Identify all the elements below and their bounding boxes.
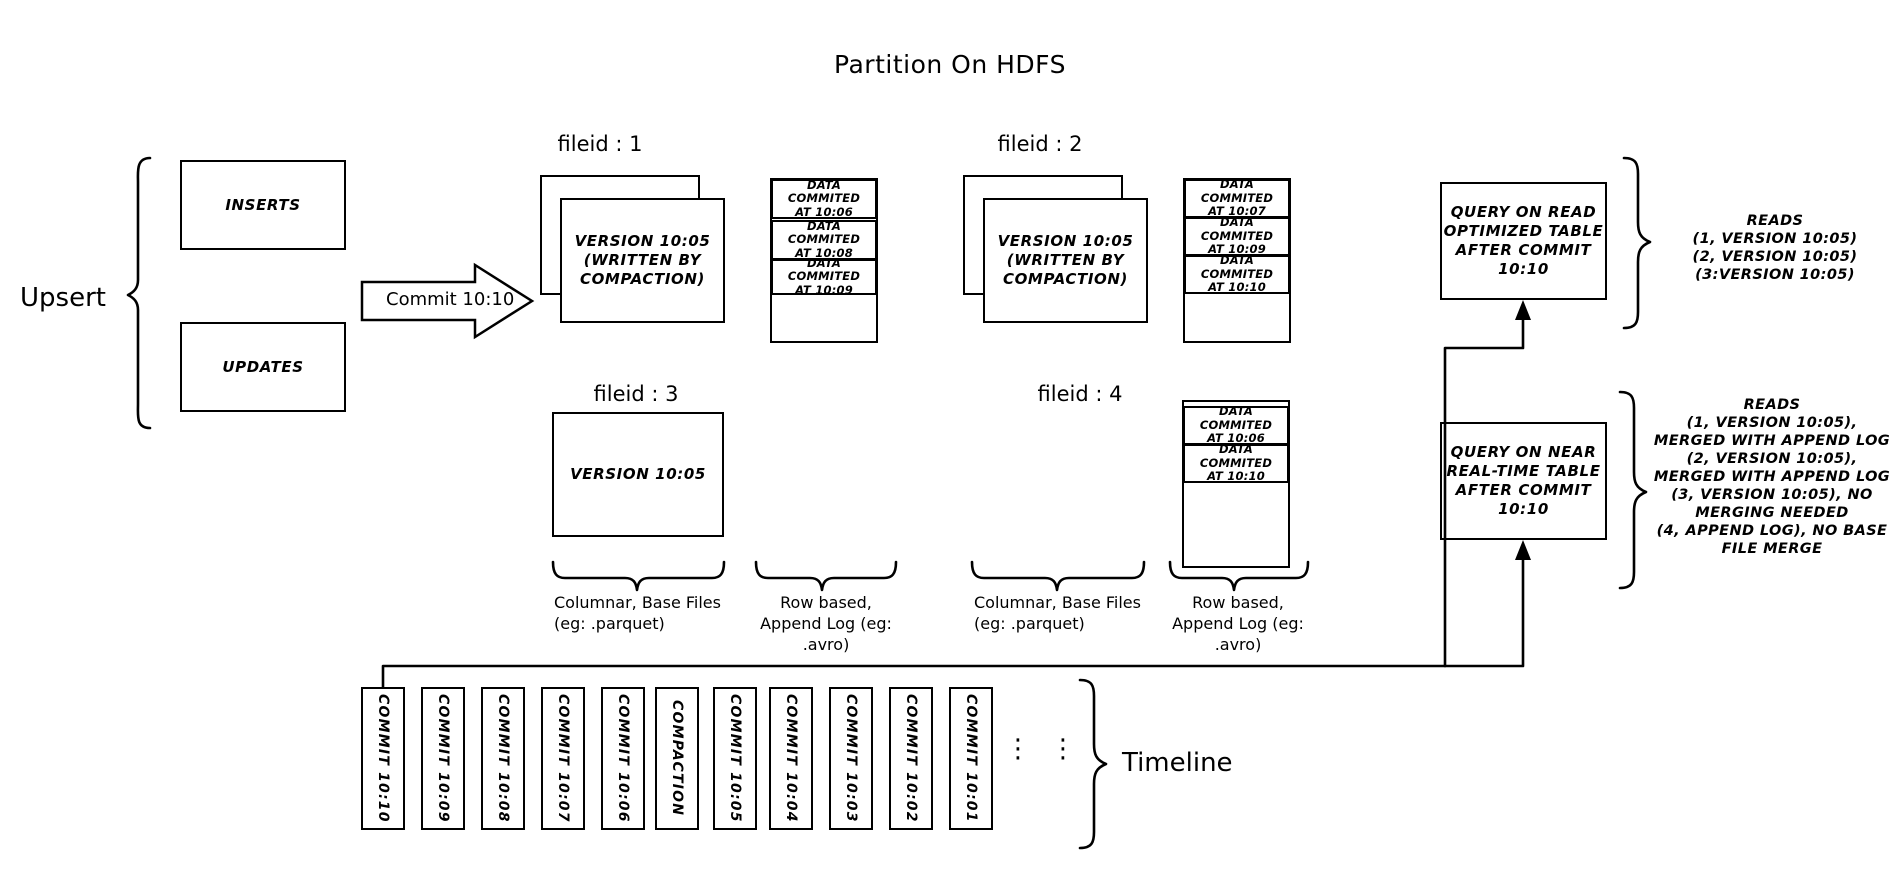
timeline-item[interactable]: COMMIT 10:05 [713, 687, 757, 830]
connector-timeline-to-near-real-time [1443, 550, 1525, 668]
timeline-item-label: COMMIT 10:07 [555, 694, 571, 823]
timeline-item[interactable]: COMMIT 10:02 [889, 687, 933, 830]
timeline-label: Timeline [1122, 748, 1233, 778]
log-entry: DATA COMMITED AT 10:10 [1183, 442, 1289, 484]
fileid-3-base-file-label: VERSION 10:05 [570, 465, 706, 483]
log-entry: DATA COMMITED AT 10:09 [1184, 215, 1290, 257]
reads-read-optimized: READS (1, VERSION 10:05) (2, VERSION 10:… [1692, 213, 1858, 283]
log-entry-label: DATA COMMITED AT 10:06 [787, 177, 861, 219]
caption-rowlog-left: Row based, Append Log (eg: .avro) [760, 593, 892, 654]
page-title: Partition On HDFS [834, 50, 1066, 79]
fileid-1-header: fileid : 1 [557, 132, 643, 156]
arrowhead-near-real-time [1515, 540, 1531, 560]
timeline-item[interactable]: COMMIT 10:08 [481, 687, 525, 830]
log-entry: DATA COMMITED AT 10:08 [771, 218, 877, 260]
fileid-3-header: fileid : 3 [593, 382, 679, 406]
timeline-item[interactable]: COMPACTION [655, 687, 699, 830]
updates-box: UPDATES [180, 322, 346, 412]
fileid-1-base-file-label: VERSION 10:05 (WRITTEN BY COMPACTION) [574, 232, 711, 288]
timeline-item-label: COMMIT 10:05 [727, 694, 743, 823]
fileid-3-base-file: VERSION 10:05 [552, 412, 724, 537]
timeline-item[interactable]: COMMIT 10:04 [769, 687, 813, 830]
timeline-item[interactable]: COMMIT 10:01 [949, 687, 993, 830]
fileid-1-log-file: DATA COMMITED AT 10:06 DATA COMMITED AT … [770, 178, 878, 343]
caption-rowlog-right: Row based, Append Log (eg: .avro) [1172, 593, 1304, 654]
timeline-item-label: COMMIT 10:04 [783, 694, 799, 823]
timeline-item-label: COMMIT 10:02 [903, 694, 919, 823]
fileid-2-base-file: VERSION 10:05 (WRITTEN BY COMPACTION) [983, 198, 1148, 323]
log-entry: DATA COMMITED AT 10:10 [1184, 253, 1290, 295]
fileid-2-log-file: DATA COMMITED AT 10:07 DATA COMMITED AT … [1183, 178, 1291, 343]
query-near-real-time-box[interactable]: QUERY ON NEAR REAL-TIME TABLE AFTER COMM… [1440, 422, 1607, 540]
arrowhead-read-optimized [1515, 300, 1531, 320]
log-entry-label: DATA COMMITED AT 10:08 [787, 218, 861, 260]
brace-timeline [1078, 678, 1108, 850]
log-entry: DATA COMMITED AT 10:06 [771, 177, 877, 219]
log-entry-label: DATA COMMITED AT 10:10 [1200, 253, 1274, 295]
log-entry-label: DATA COMMITED AT 10:06 [1199, 404, 1273, 446]
timeline-item[interactable]: COMMIT 10:09 [421, 687, 465, 830]
timeline-item[interactable]: COMMIT 10:07 [541, 687, 585, 830]
log-entry-label: DATA COMMITED AT 10:09 [1200, 215, 1274, 257]
timeline-item-label: COMMIT 10:06 [615, 694, 631, 823]
timeline-ellipsis-2: ⋮ [1050, 734, 1076, 764]
inserts-label: INSERTS [225, 195, 301, 214]
timeline-item-label: COMMIT 10:08 [495, 694, 511, 823]
log-entry-label: DATA COMMITED AT 10:10 [1199, 442, 1273, 484]
query-read-optimized-label: QUERY ON READ OPTIMIZED TABLE AFTER COMM… [1443, 203, 1604, 278]
commit-arrow-label: Commit 10:10 [386, 289, 515, 310]
caption-columnar-right: Columnar, Base Files (eg: .parquet) [974, 593, 1141, 633]
timeline-ellipsis-1: ⋮ [1005, 734, 1031, 764]
upsert-brace [126, 156, 152, 430]
log-entry: DATA COMMITED AT 10:09 [771, 255, 877, 297]
brace-reads-read-optimized [1622, 156, 1652, 330]
timeline-item[interactable]: COMMIT 10:06 [601, 687, 645, 830]
upsert-label: Upsert [20, 283, 106, 313]
brace-columnar-left [551, 560, 726, 592]
brace-rowlog-left [754, 560, 898, 592]
fileid-2-base-file-label: VERSION 10:05 (WRITTEN BY COMPACTION) [997, 232, 1134, 288]
timeline-item-label: COMMIT 10:09 [435, 694, 451, 823]
timeline-item[interactable]: COMMIT 10:10 [361, 687, 405, 830]
query-read-optimized-box[interactable]: QUERY ON READ OPTIMIZED TABLE AFTER COMM… [1440, 182, 1607, 300]
inserts-box: INSERTS [180, 160, 346, 250]
caption-columnar-left: Columnar, Base Files (eg: .parquet) [554, 593, 721, 633]
timeline-item-label: COMMIT 10:03 [843, 694, 859, 823]
timeline-item[interactable]: COMMIT 10:03 [829, 687, 873, 830]
updates-label: UPDATES [222, 357, 304, 376]
timeline-item-label: COMPACTION [669, 700, 685, 817]
query-near-real-time-label: QUERY ON NEAR REAL-TIME TABLE AFTER COMM… [1446, 443, 1601, 518]
log-entry: DATA COMMITED AT 10:07 [1184, 177, 1290, 219]
fileid-1-base-file: VERSION 10:05 (WRITTEN BY COMPACTION) [560, 198, 725, 323]
fileid-4-header: fileid : 4 [1037, 382, 1123, 406]
reads-near-real-time: READS (1, VERSION 10:05), MERGED WITH AP… [1653, 397, 1891, 557]
log-entry-label: DATA COMMITED AT 10:09 [787, 255, 861, 297]
timeline-item-label: COMMIT 10:01 [963, 694, 979, 823]
fileid-4-log-file: DATA COMMITED AT 10:06 DATA COMMITED AT … [1182, 400, 1290, 568]
log-entry-label: DATA COMMITED AT 10:07 [1200, 177, 1274, 219]
log-entry: DATA COMMITED AT 10:06 [1183, 404, 1289, 446]
fileid-2-header: fileid : 2 [997, 132, 1083, 156]
brace-columnar-right [970, 560, 1146, 592]
timeline-item-label: COMMIT 10:10 [375, 694, 391, 823]
